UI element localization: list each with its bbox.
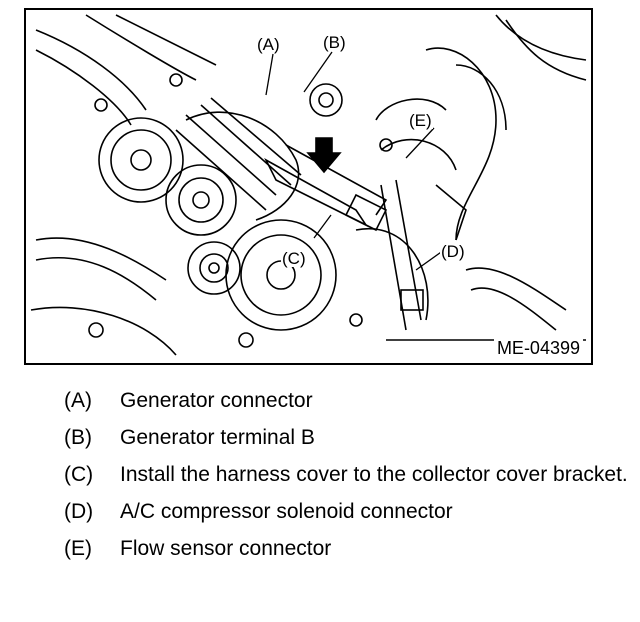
- legend-item: (D) A/C compressor solenoid connector: [64, 499, 634, 525]
- callout-b: (B): [322, 33, 347, 52]
- legend-text: Flow sensor connector: [120, 537, 332, 560]
- legend-item: (A) Generator connector: [64, 388, 634, 414]
- legend-text: Generator terminal B: [120, 426, 315, 449]
- legend-text: A/C compressor solenoid connector: [120, 500, 453, 523]
- direction-arrow: [306, 137, 342, 174]
- compressor: [355, 179, 429, 331]
- legend-item: (C) Install the harness cover to the col…: [64, 462, 634, 488]
- legend-key: (A): [64, 389, 92, 412]
- bolts: [88, 73, 363, 348]
- callout-d: (D): [440, 242, 466, 261]
- legend-key: (D): [64, 500, 94, 523]
- legend-text: Install the harness cover to the collect…: [120, 463, 628, 486]
- pulleys: [98, 83, 343, 331]
- leader-lines: [265, 51, 445, 271]
- legend-item: (E) Flow sensor connector: [64, 536, 634, 562]
- generator: [175, 97, 302, 221]
- legend-key: (C): [64, 463, 94, 486]
- legend-key: (B): [64, 426, 92, 449]
- engine-line-drawing: [30, 14, 587, 356]
- intake: [375, 98, 467, 241]
- callout-c: (C): [281, 249, 307, 268]
- engine-illustration: (A) (B) (C) (D) (E) ME-04399: [24, 8, 593, 365]
- figure-id: ME-04399: [493, 338, 583, 359]
- legend: (A) Generator connector (B) Generator te…: [64, 388, 634, 573]
- callout-e: (E): [408, 111, 433, 130]
- callout-a: (A): [256, 35, 281, 54]
- legend-key: (E): [64, 537, 92, 560]
- legend-text: Generator connector: [120, 389, 313, 412]
- legend-item: (B) Generator terminal B: [64, 425, 634, 451]
